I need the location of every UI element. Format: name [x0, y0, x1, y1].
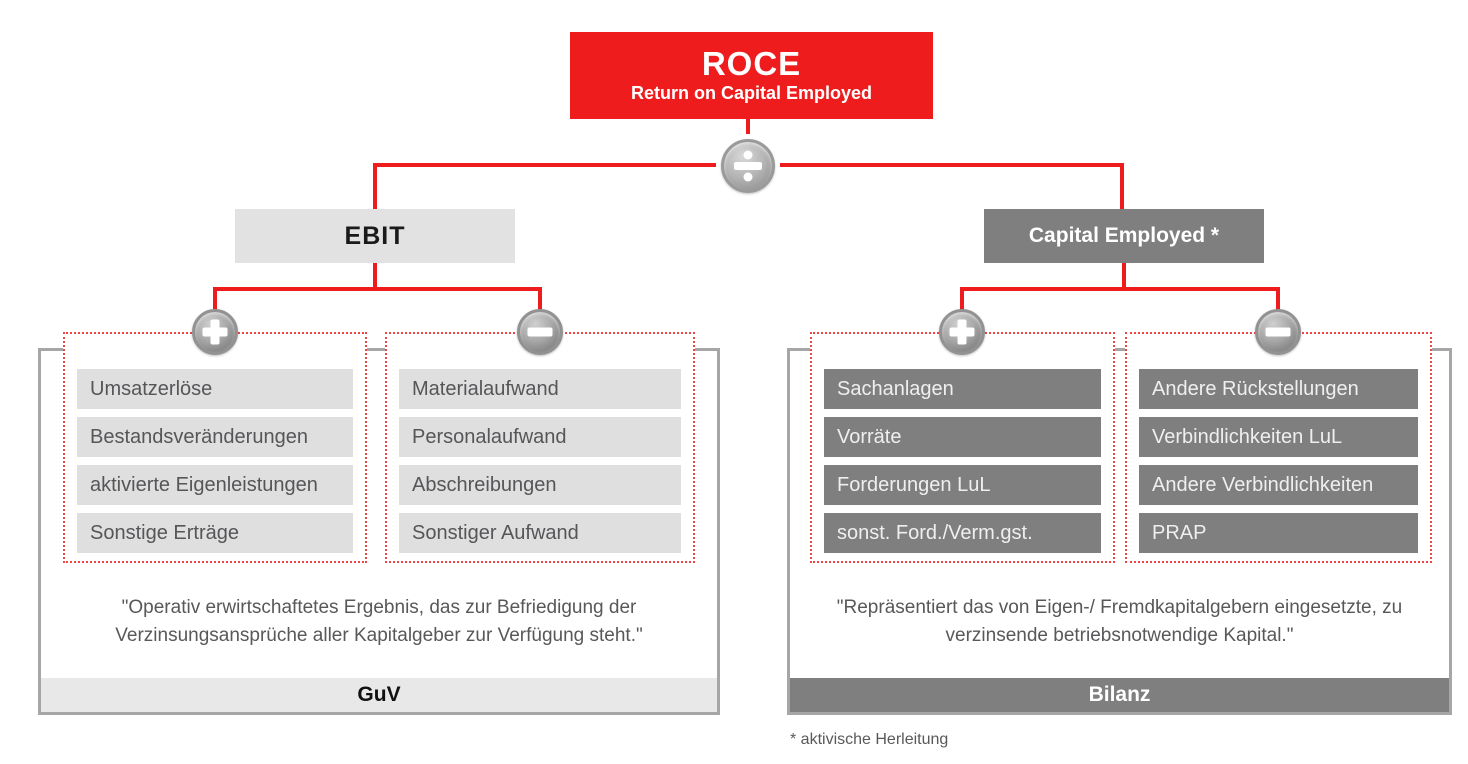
- ebit-node: EBIT: [235, 209, 515, 263]
- divide-icon: [721, 139, 775, 193]
- roce-node: ROCE Return on Capital Employed: [570, 32, 933, 119]
- list-item: aktivierte Eigenleistungen: [77, 465, 353, 505]
- minus-icon: [517, 309, 563, 355]
- capital-minus-column: Andere Rückstellungen Verbindlichkeiten …: [1125, 332, 1432, 563]
- list-item: PRAP: [1139, 513, 1418, 553]
- capital-employed-quote: "Repräsentiert das von Eigen-/ Fremdkapi…: [836, 597, 1403, 646]
- roce-title: ROCE: [701, 45, 802, 83]
- bilanz-footer-bar: Bilanz: [790, 678, 1449, 712]
- divide-dot-bottom: [743, 172, 753, 182]
- plus-bar-v: [210, 319, 220, 345]
- plus-icon: [192, 309, 238, 355]
- capital-plus-column: Sachanlagen Vorräte Forderungen LuL sons…: [810, 332, 1115, 563]
- capital-employed-node: Capital Employed *: [984, 209, 1264, 263]
- guv-label: GuV: [357, 683, 401, 706]
- connector-capital-down: [1122, 263, 1126, 289]
- connector-ebit-plus-stub: [213, 289, 217, 314]
- connector-to-ebit: [373, 163, 377, 211]
- plus-bar-v: [957, 319, 967, 345]
- list-item: Bestandsveränderungen: [77, 417, 353, 457]
- bilanz-label: Bilanz: [1088, 683, 1151, 706]
- list-item: Materialaufwand: [399, 369, 681, 409]
- list-item: Andere Verbindlichkeiten: [1139, 465, 1418, 505]
- connector-ebit-down: [373, 263, 377, 289]
- ebit-plus-column: Umsatzerlöse Bestandsveränderungen aktiv…: [63, 332, 367, 563]
- list-item: Personalaufwand: [399, 417, 681, 457]
- guv-footer-bar: GuV: [41, 678, 717, 712]
- minus-icon: [1255, 309, 1301, 355]
- connector-ebit-horizontal: [213, 287, 542, 291]
- ebit-minus-column: Materialaufwand Personalaufwand Abschrei…: [385, 332, 695, 563]
- list-item: sonst. Ford./Verm.gst.: [824, 513, 1101, 553]
- list-item: Verbindlichkeiten LuL: [1139, 417, 1418, 457]
- plus-icon: [939, 309, 985, 355]
- list-item: Forderungen LuL: [824, 465, 1101, 505]
- list-item: Andere Rückstellungen: [1139, 369, 1418, 409]
- list-item: Sachanlagen: [824, 369, 1101, 409]
- list-item: Umsatzerlöse: [77, 369, 353, 409]
- list-item: Sonstiger Aufwand: [399, 513, 681, 553]
- footnote: * aktivische Herleitung: [790, 731, 949, 748]
- connector-to-capital-employed: [1120, 163, 1124, 211]
- connector-capital-minus-stub: [1276, 289, 1280, 314]
- connector-capital-horizontal: [960, 287, 1280, 291]
- list-item: Vorräte: [824, 417, 1101, 457]
- connector-ebit-minus-stub: [538, 289, 542, 314]
- divide-bar: [734, 162, 762, 170]
- list-item: Abschreibungen: [399, 465, 681, 505]
- ebit-quote: "Operativ erwirtschaftetes Ergebnis, das…: [115, 597, 643, 646]
- list-item: Sonstige Erträge: [77, 513, 353, 553]
- minus-bar: [1265, 327, 1291, 337]
- capital-employed-label: Capital Employed *: [1028, 224, 1220, 247]
- ebit-label: EBIT: [344, 221, 406, 250]
- minus-bar: [527, 327, 553, 337]
- roce-subtitle: Return on Capital Employed: [630, 82, 873, 103]
- connector-capital-plus-stub: [960, 289, 964, 314]
- divide-dot-top: [743, 150, 753, 160]
